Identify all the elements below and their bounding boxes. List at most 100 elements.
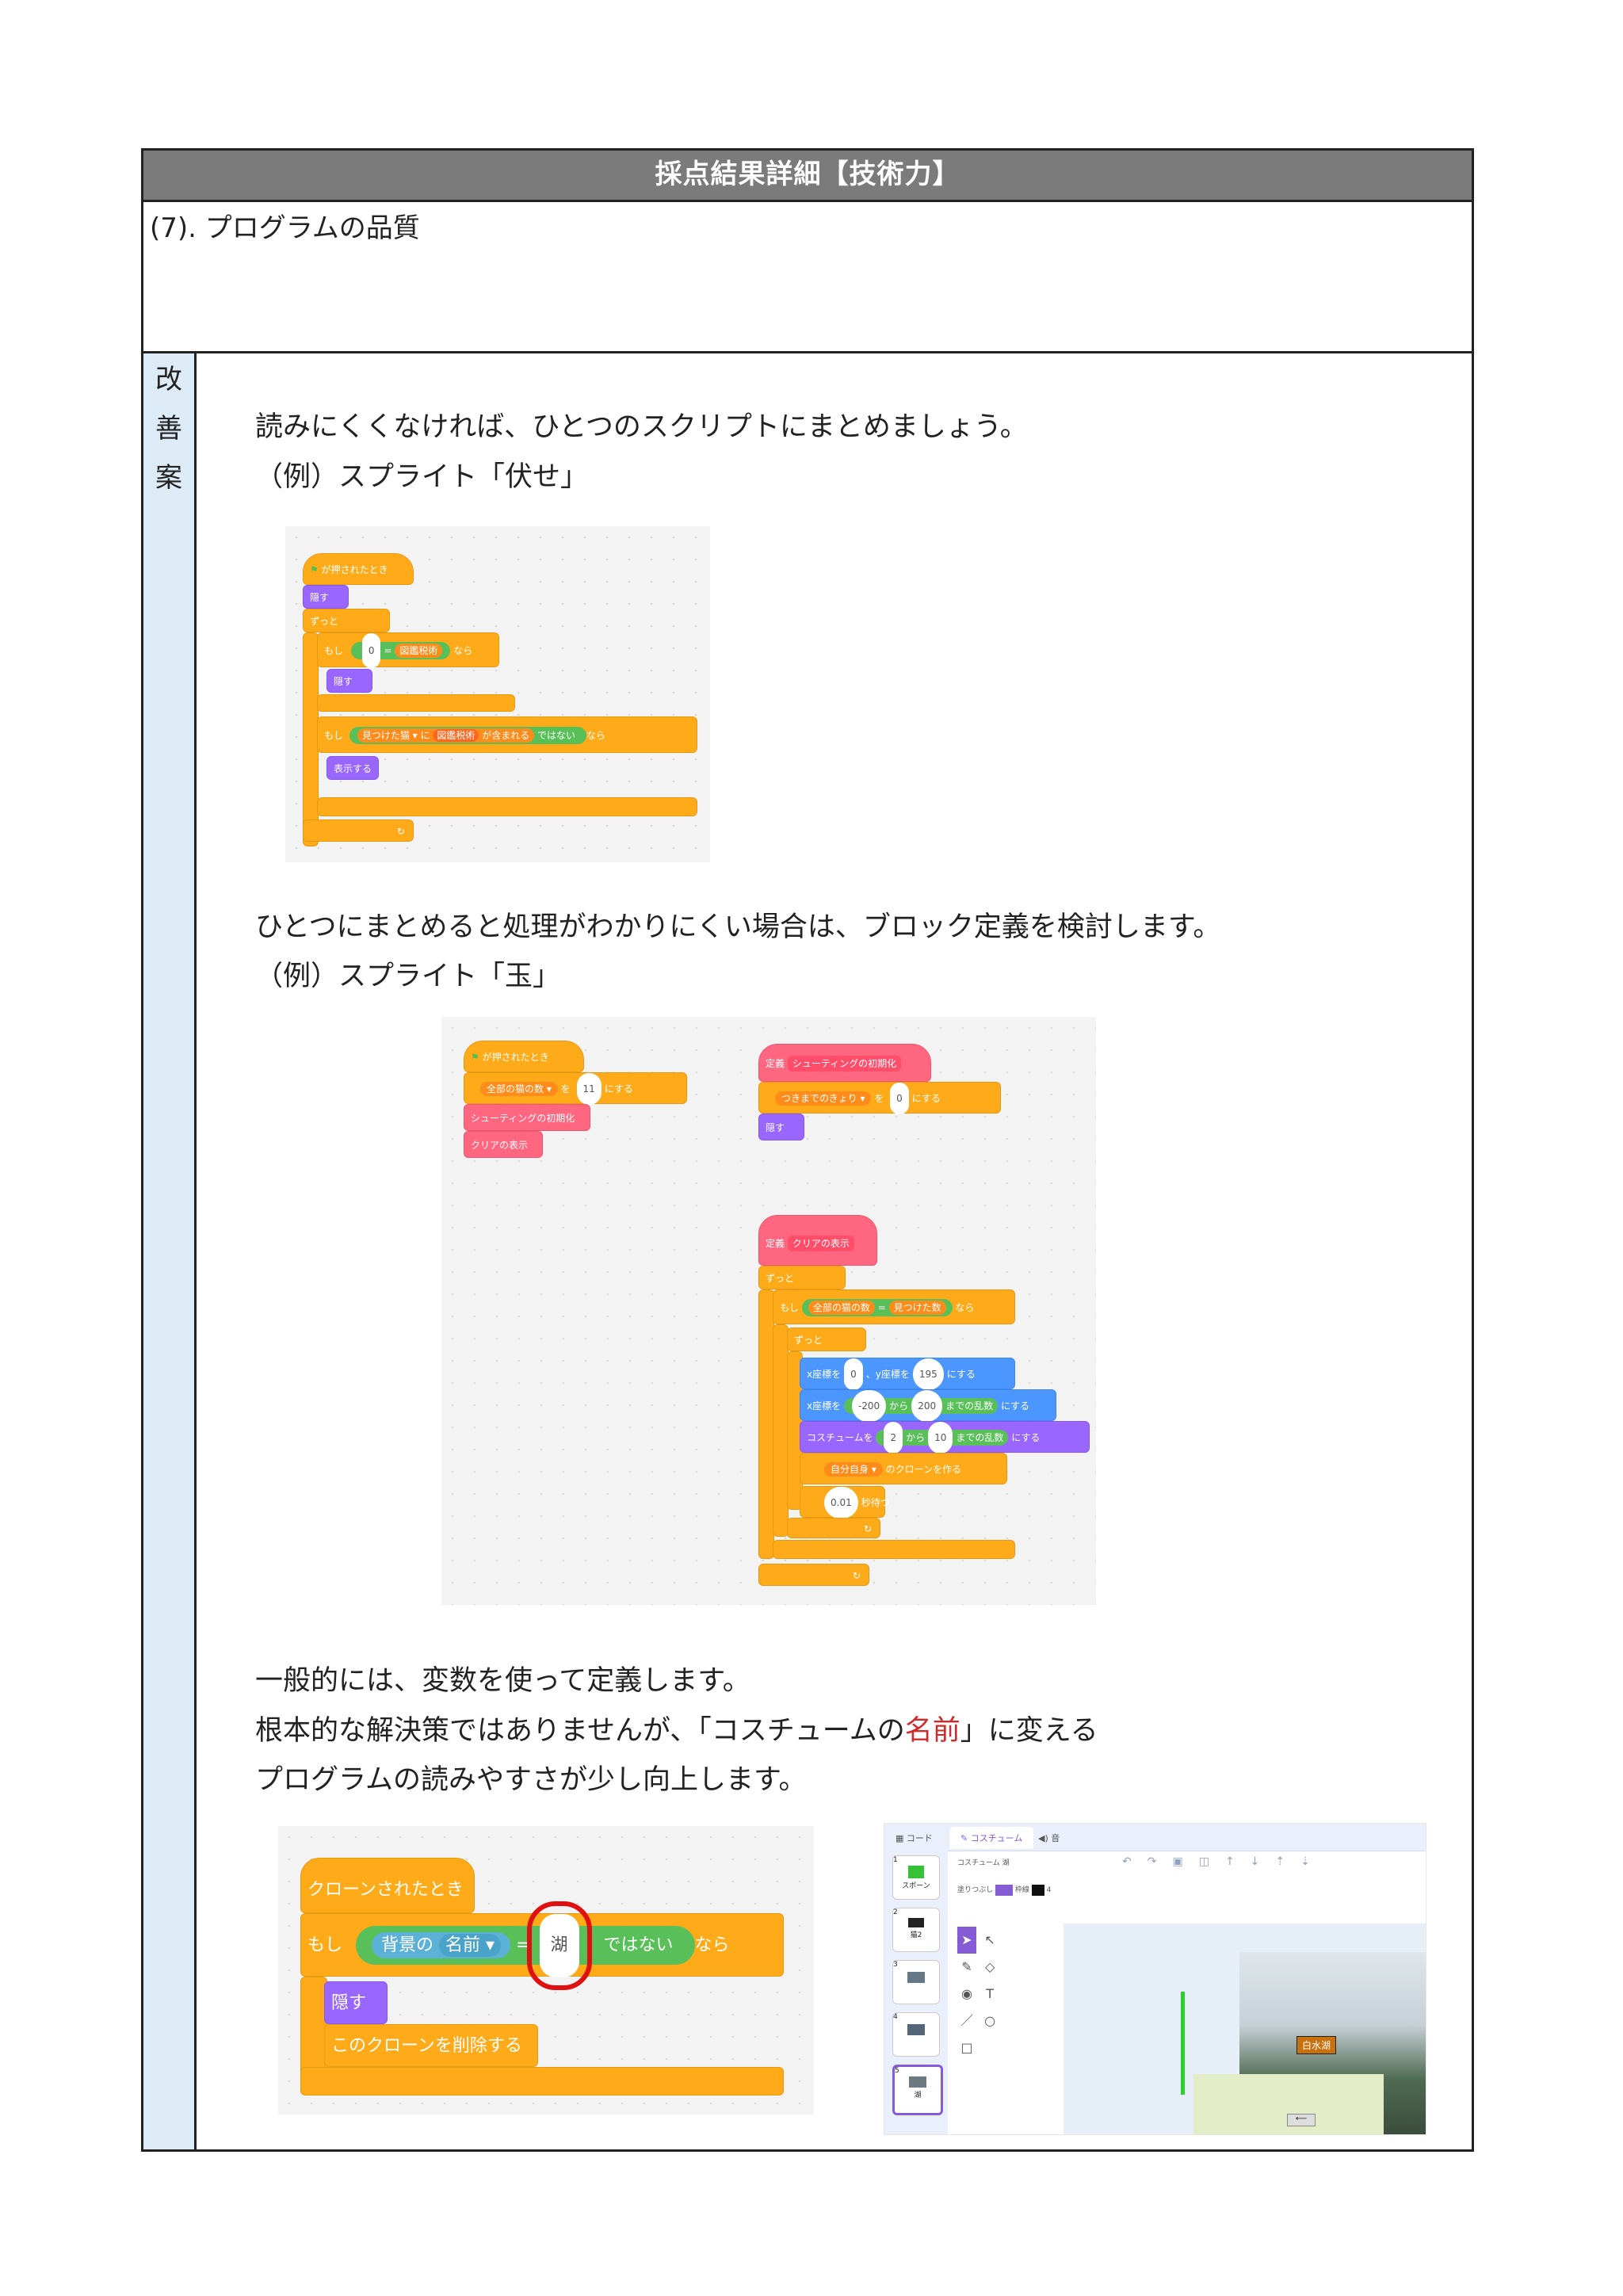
thumb-image: [908, 1866, 924, 1878]
wo-label: を: [560, 1083, 571, 1095]
loop-arrow-icon: ↻: [396, 826, 405, 837]
costume-thumb[interactable]: 3: [892, 1960, 940, 2004]
create-clone-block: 自分自身 ▾ のクローンを作る: [800, 1453, 1007, 1484]
list-contains: 見つけた猫 ▾ に 図鑑税術 が含まれる: [357, 728, 535, 743]
paragraph-3: ひとつにまとめると処理がわかりにくい場合は、ブロック定義を検討します。: [255, 911, 1221, 943]
thumb-name: 湖: [914, 2092, 922, 2099]
editor-toolbar-icons: ↶↷▣◫↑↓⇡⇣: [1122, 1855, 1326, 1868]
thumb-name: スポーン: [902, 1882, 930, 1890]
hat-label: が押されたとき: [482, 1052, 549, 1063]
costume-name-field[interactable]: コスチューム 湖: [957, 1857, 1010, 1867]
fill-tool-icon[interactable]: ◉: [961, 1986, 972, 2001]
number-input: 200: [911, 1390, 943, 1422]
drawing-canvas[interactable]: 白水湖 ⟵: [1064, 1924, 1426, 2134]
back-icon[interactable]: ⇣: [1300, 1855, 1326, 1868]
text-tool-icon[interactable]: T: [986, 1986, 994, 2001]
when-clone-start-block: クローンされたとき: [300, 1858, 475, 1913]
thumb-image: [907, 1972, 925, 1983]
if-label: もし: [780, 1302, 800, 1313]
select-tool-icon[interactable]: ➤: [957, 1927, 976, 1954]
side-label-column: 改 善 案: [143, 353, 197, 2149]
loop-arrow-icon: ↻: [863, 1523, 872, 1534]
equals-operator: 0= 図鑑税術: [350, 633, 451, 668]
number-input: 0: [890, 1083, 909, 1114]
kara-label: から: [889, 1400, 909, 1412]
line-tool-icon[interactable]: ／: [960, 2013, 973, 2028]
tab-costume[interactable]: ✎ コスチューム: [949, 1827, 1034, 1849]
define-init-block: 定義 シューティングの初期化: [758, 1044, 931, 1082]
if-block-2-end: [317, 797, 697, 816]
section-divider: [143, 351, 1472, 353]
reshape-tool-icon[interactable]: ↖: [984, 1932, 995, 1947]
paragraph-6-part: 」に変える: [960, 1715, 1098, 1747]
sensing-reporter: 背景の 名前 ▾: [372, 1932, 511, 1958]
costume-thumb[interactable]: 1 スポーン: [892, 1855, 940, 1900]
fill-outline-controls: 塗りつぶし 枠線 4: [957, 1884, 1051, 1896]
hide-block: 隠す: [303, 585, 349, 609]
loop-arrow-icon: ↻: [852, 1570, 861, 1581]
not-operator: 背景の 名前 ▾ = 湖 ではない: [356, 1901, 695, 1990]
thumb-index: 2: [893, 1908, 898, 1916]
redo-icon[interactable]: ↷: [1147, 1855, 1173, 1868]
scratch-script-clone: クローンされたとき もし 背景の 名前 ▾ = 湖 ではない なら 隠す このク…: [278, 1826, 814, 2115]
tab-code[interactable]: ▦ コード: [896, 1832, 933, 1844]
hat-label: が押されたとき: [321, 564, 388, 575]
editor-tab-bar: ▦ コード ✎ コスチューム ◀) 音: [884, 1824, 1426, 1851]
costume-thumb[interactable]: 4: [892, 2012, 940, 2057]
outline-width[interactable]: 4: [1046, 1886, 1052, 1894]
backward-icon[interactable]: ↓: [1250, 1855, 1276, 1868]
eraser-tool-icon[interactable]: ◇: [984, 1959, 995, 1974]
when-flag-clicked-block: ⚑ が押されたとき: [464, 1041, 584, 1072]
clone-label: のクローンを作る: [885, 1464, 962, 1475]
made-label: までの乱数: [956, 1432, 1004, 1443]
kara-label: から: [906, 1432, 926, 1443]
forever-arm: [758, 1289, 774, 1559]
then-label: なら: [586, 730, 605, 741]
variable-reporter: 図鑑税術: [433, 729, 479, 742]
costume-label: コスチュームを: [807, 1432, 873, 1443]
undo-icon[interactable]: ↶: [1122, 1855, 1148, 1868]
thumb-index: 4: [893, 2013, 898, 2021]
hide-block: 隠す: [324, 1981, 388, 2024]
group-icon[interactable]: ▣: [1172, 1855, 1199, 1868]
define-label: 定義: [766, 1238, 785, 1249]
tab-sound[interactable]: ◀) 音: [1038, 1832, 1060, 1844]
paragraph-6-part: 根本的な解決策ではありませんが、「コスチュームの: [255, 1715, 905, 1747]
forward-icon[interactable]: ↑: [1224, 1855, 1251, 1868]
when-flag-clicked-block: ⚑ が押されたとき: [303, 553, 414, 585]
front-icon[interactable]: ⇡: [1275, 1855, 1301, 1868]
side-label-char: 善: [155, 413, 182, 445]
outline-color-swatch[interactable]: [1031, 1884, 1044, 1896]
variable-reporter: 図鑑税術: [395, 644, 443, 658]
section-title: (7). プログラムの品質: [150, 212, 420, 244]
tab-sound-label: 音: [1051, 1833, 1060, 1843]
highlight-red-text: 名前: [904, 1715, 960, 1747]
brush-tool-icon[interactable]: ✎: [961, 1959, 972, 1974]
equals-sign: =: [877, 1302, 886, 1313]
number-input: 0: [844, 1358, 863, 1390]
backdrop-label: 背景の: [381, 1935, 434, 1955]
variable-dropdown: 全部の猫の数 ▾: [480, 1082, 558, 1096]
thumb-index: 1: [893, 1856, 898, 1864]
brush-icon: ✎: [960, 1833, 968, 1843]
code-icon: ▦: [896, 1833, 904, 1843]
circle-tool-icon[interactable]: ○: [984, 2013, 996, 2028]
define-label: 定義: [766, 1058, 785, 1069]
if-arm: [773, 1324, 789, 1537]
not-operator: 見つけた猫 ▾ に 図鑑税術 が含まれる ではない: [349, 727, 586, 744]
define-name: クリアの表示: [787, 1236, 854, 1251]
paragraph-2: （例）スプライト「伏せ」: [255, 461, 589, 493]
thumb-index: 3: [893, 1961, 898, 1969]
ungroup-icon[interactable]: ◫: [1198, 1855, 1225, 1868]
fill-color-swatch[interactable]: [995, 1884, 1013, 1896]
tab-code-label: コード: [906, 1833, 933, 1843]
rect-tool-icon[interactable]: □: [960, 2040, 973, 2055]
